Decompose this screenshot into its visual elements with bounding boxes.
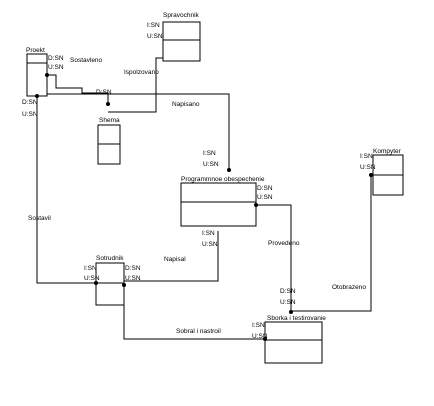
constraint-label: U:SN — [202, 241, 218, 248]
rel-napisal-line[interactable] — [96, 231, 219, 282]
rel-sostavleno-label: Sostavleno — [70, 57, 103, 64]
rel-napisano-label: Napisano — [172, 101, 200, 108]
connector-dot — [106, 102, 110, 106]
entity-proekt[interactable]: Proekt — [26, 47, 48, 97]
entity-shema[interactable]: Shema — [97, 117, 121, 165]
entity-spravochnik-name: Spravochnik — [163, 12, 200, 19]
connector-dot — [289, 310, 293, 314]
rel-ispolzovano-label: Ispolzovano — [124, 69, 159, 76]
rel-provedeno-label: Provedeno — [268, 240, 300, 247]
connector-dot — [45, 73, 49, 77]
constraint-label: D:SN — [22, 99, 38, 106]
constraint-label: U:SN — [257, 194, 273, 201]
constraint-label: D:SN — [48, 55, 64, 62]
entity-kompyter[interactable]: Kompyter — [372, 148, 404, 196]
constraint-label: U:SN — [48, 64, 64, 71]
rel-napisal-label: Napisal — [164, 256, 186, 263]
entity-spravochnik[interactable]: Spravochnik — [162, 12, 201, 62]
rel-sostavil-label: Sostavil — [28, 215, 51, 222]
rel-ispolzovano-line[interactable] — [108, 57, 163, 113]
entity-sborka-name: Sborka i testirovanie — [267, 315, 326, 322]
constraint-label: U:SN — [252, 333, 268, 340]
connector-dot — [122, 283, 126, 287]
constraint-label: D:SN — [125, 265, 141, 272]
rel-sostavil-line[interactable] — [36, 96, 96, 284]
constraint-label: I:SN — [203, 150, 216, 157]
rel-otobrazeno-label: Otobrazeno — [332, 284, 366, 291]
constraint-label: I:SN — [252, 322, 265, 329]
constraint-label: U:SN — [125, 275, 141, 282]
constraint-label: U:SN — [360, 164, 376, 171]
constraint-label: I:SN — [202, 230, 215, 237]
entity-sotrudnik-name: Sotrudnik — [96, 255, 124, 262]
constraint-label: D:SN — [257, 185, 273, 192]
rel-napisano-line[interactable] — [47, 93, 230, 170]
connector-dot — [254, 203, 258, 207]
entity-programmnoe-obespechenie[interactable]: Programmnoe obespechenie — [180, 176, 265, 227]
entity-programmnoe-name: Programmnoe obespechenie — [181, 176, 265, 183]
entity-kompyter-name: Kompyter — [373, 148, 402, 155]
rel-sostavleno-line[interactable] — [47, 74, 109, 104]
entity-shema-name: Shema — [99, 117, 120, 124]
rel-otobrazeno-line[interactable] — [291, 175, 372, 312]
connector-dot — [227, 168, 231, 172]
constraint-label: U:SN — [280, 299, 296, 306]
constraint-label: U:SN — [147, 33, 163, 40]
constraint-label: I:SN — [147, 22, 160, 29]
constraint-label: I:SN — [360, 153, 373, 160]
connector-dot — [369, 173, 373, 177]
entity-proekt-name: Proekt — [26, 47, 45, 54]
constraint-label: D:SN — [280, 288, 296, 295]
entity-sborka-i-testirovanie[interactable]: Sborka i testirovanie — [264, 315, 326, 364]
connector-dot — [263, 337, 267, 341]
constraint-label: I:SN — [84, 265, 97, 272]
constraint-label: U:SN — [22, 111, 38, 118]
connector-dot — [35, 94, 39, 98]
rel-provedeno-line[interactable] — [256, 204, 292, 312]
connector-dot — [94, 281, 98, 285]
constraint-label: U:SN — [203, 161, 219, 168]
constraint-label: D:SN — [96, 89, 112, 96]
constraint-label: U:SN — [84, 275, 100, 282]
entity-sotrudnik[interactable]: Sotrudnik — [95, 255, 125, 306]
rel-sobral-label: Sobral i nastroil — [176, 328, 221, 335]
